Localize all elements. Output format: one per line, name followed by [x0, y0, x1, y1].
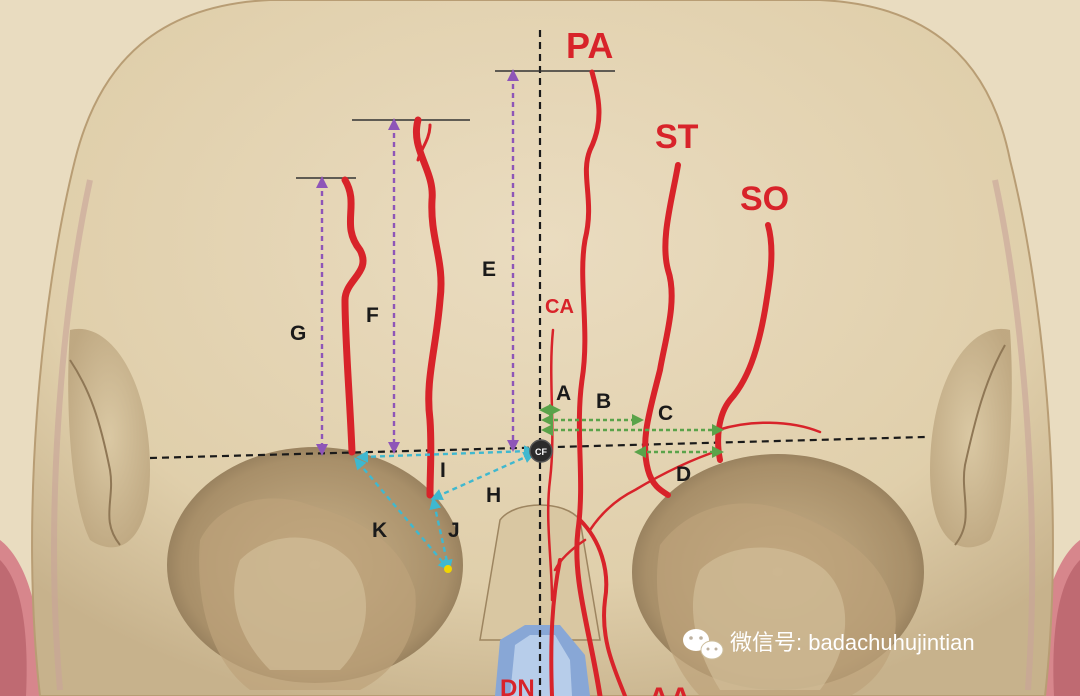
skull-edge-left	[51, 179, 93, 691]
artery-supraorbital-branch	[716, 421, 822, 434]
artery-g	[341, 176, 367, 456]
artery-pa	[574, 69, 603, 696]
cf-label: CF	[535, 447, 547, 457]
artery-nasal-branch	[578, 518, 627, 696]
nasal-cavity-highlight	[510, 635, 572, 696]
label-g: G	[290, 322, 306, 345]
measure-k-arrow	[354, 457, 450, 571]
suture-left	[69, 359, 121, 546]
label-i: I	[440, 459, 446, 482]
label-j: J	[448, 519, 460, 542]
skull-edge-right	[992, 179, 1036, 691]
label-aa: AA	[648, 682, 691, 696]
label-dn: DN	[500, 675, 535, 696]
landmark-point	[444, 565, 452, 573]
orbit-right	[632, 454, 924, 696]
ear-left	[0, 540, 41, 696]
artery-pa-lower	[549, 558, 562, 696]
artery-orbital-branch	[588, 448, 722, 532]
artery-ca	[546, 328, 555, 602]
watermark: 微信号: badachuhujintian	[683, 629, 975, 660]
temporal-fossa-left	[68, 328, 150, 548]
artery-f-branch	[416, 123, 432, 162]
label-b: B	[596, 390, 611, 413]
artery-f	[413, 116, 445, 499]
label-e: E	[482, 258, 496, 281]
label-d: D	[676, 463, 691, 486]
label-k: K	[372, 519, 387, 542]
artery-nasal-branch-2	[553, 538, 587, 572]
wechat-icon	[683, 629, 724, 660]
label-pa: PA	[566, 25, 613, 66]
label-a: A	[556, 382, 571, 405]
label-c: C	[658, 402, 673, 425]
suture-right	[954, 344, 1006, 546]
measure-h-arrow	[430, 451, 536, 501]
label-f: F	[366, 304, 379, 327]
label-st: ST	[655, 118, 699, 156]
label-h: H	[486, 484, 501, 507]
watermark-text: 微信号: badachuhujintian	[730, 630, 975, 655]
cf-reference-point: CF	[529, 439, 553, 463]
artery-st	[642, 162, 681, 498]
label-so: SO	[740, 180, 789, 218]
label-ca: CA	[545, 296, 574, 318]
